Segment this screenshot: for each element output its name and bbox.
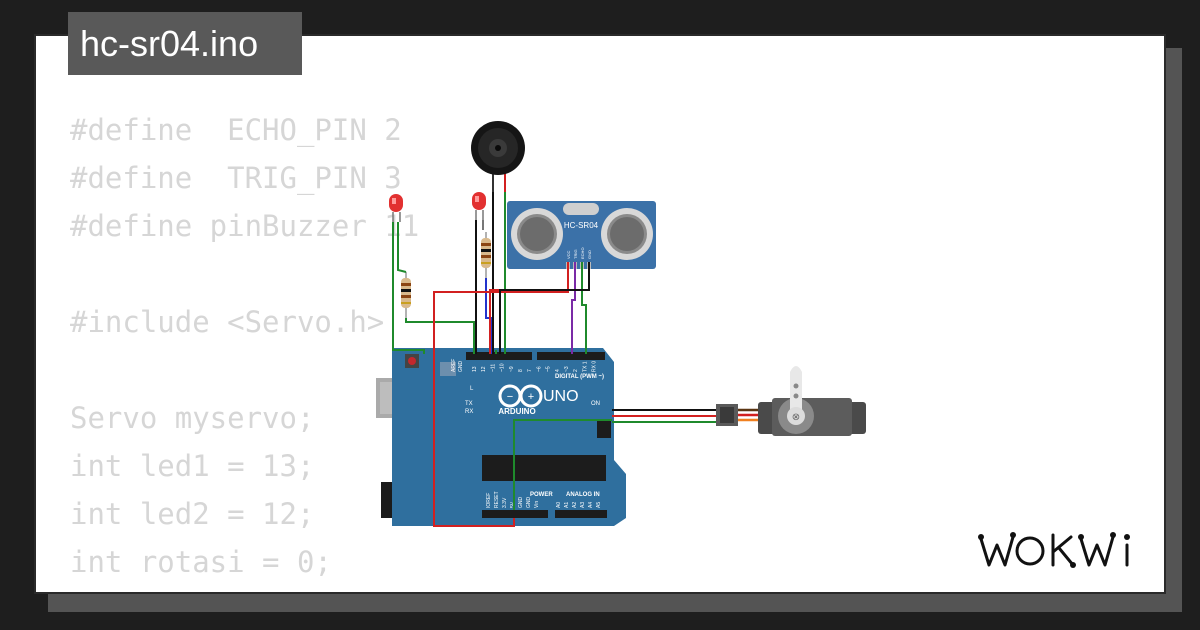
power-pin-label: 3.3V <box>502 497 508 508</box>
digital-pin-label: 2 <box>573 369 579 372</box>
servo-motor: ⊗ <box>716 366 866 436</box>
code-line: #define TRIG_PIN 3 <box>70 161 402 195</box>
sensor-pin-label: ECHO <box>580 247 585 259</box>
analog-pin-label: A4 <box>588 502 594 508</box>
analog-pin-label: A0 <box>556 502 562 508</box>
board-model: UNO <box>543 388 579 405</box>
svg-text:⊗: ⊗ <box>792 412 800 423</box>
wires <box>392 192 716 527</box>
led-red-2 <box>472 192 486 220</box>
analog-pin-label: A5 <box>596 502 602 508</box>
tx-led-label: TX <box>465 401 473 407</box>
code-line: #define pinBuzzer 11 <box>70 209 420 243</box>
digital-pin-label: 4 <box>555 369 561 372</box>
wokwi-logo <box>978 532 1130 568</box>
on-led-label: ON <box>591 401 600 407</box>
sensor-label: HC-SR04 <box>564 221 599 230</box>
buzzer <box>471 121 525 192</box>
digital-pin-label: ~3 <box>564 366 570 372</box>
code-line: #include <Servo.h> <box>70 305 385 339</box>
gnd-label: GND <box>458 361 464 373</box>
digital-pin-label: 7 <box>527 369 533 372</box>
code-line: int led1 = 13; <box>70 449 315 483</box>
digital-pin-label: 12 <box>481 366 487 372</box>
analog-pin-label: A2 <box>572 502 578 508</box>
power-pin-label: IOREF <box>486 493 492 508</box>
digital-pin-label: ~6 <box>536 366 542 372</box>
code-line: int rotasi = 0; <box>70 545 332 579</box>
digital-pin-label: TX 1 <box>582 361 588 372</box>
power-pin-label: RESET <box>494 491 500 508</box>
arduino-logo: − + <box>498 384 543 408</box>
digital-pin-label: ~10 <box>500 363 506 372</box>
analog-pin-label: A3 <box>580 502 586 508</box>
svg-text:+: + <box>528 391 534 403</box>
code-line: Servo myservo; <box>70 401 315 435</box>
analog-header-label: ANALOG IN <box>566 492 600 498</box>
digital-pin-label: ~11 <box>490 364 496 372</box>
code-line: int led2 = 12; <box>70 497 315 531</box>
sensor-pin-label: TRIG <box>573 249 578 259</box>
power-pin-label: Vin <box>534 501 540 508</box>
digital-pin-label: 8 <box>518 369 524 372</box>
rx-led-label: RX <box>465 409 473 415</box>
led-red-1 <box>389 194 403 222</box>
power-pin-label: GND <box>518 497 524 509</box>
digital-pin-label: ~5 <box>546 366 552 372</box>
analog-pin-label: A1 <box>564 502 570 508</box>
power-header-label: POWER <box>530 492 553 498</box>
sensor-pin-label: VCC <box>566 250 571 259</box>
digital-pin-label: RX 0 <box>592 361 598 372</box>
digital-header-label: DIGITAL (PWM ~) <box>555 374 604 380</box>
aref-label: AREF <box>451 359 457 372</box>
digital-pin-label: ~9 <box>509 366 515 372</box>
digital-pin-label: 13 <box>472 366 478 372</box>
board-brand: ARDUINO <box>498 407 535 416</box>
code-preview: #define ECHO_PIN 2 #define TRIG_PIN 3 #d… <box>70 106 420 592</box>
resistor-1 <box>401 272 411 318</box>
svg-text:−: − <box>507 391 513 403</box>
code-line: #define ECHO_PIN 2 <box>70 113 402 147</box>
l-led-label: L <box>470 386 474 392</box>
preview-card: #define ECHO_PIN 2 #define TRIG_PIN 3 #d… <box>34 34 1166 594</box>
resistor-2 <box>481 232 491 278</box>
sensor-pin-label: GND <box>587 250 592 259</box>
sketch-filename: hc-sr04.ino <box>68 12 302 75</box>
arduino-uno-board: − + UNO ARDUINO DIGITAL (PWM ~) POWER AN… <box>376 348 626 526</box>
power-pin-label: GND <box>526 497 532 509</box>
